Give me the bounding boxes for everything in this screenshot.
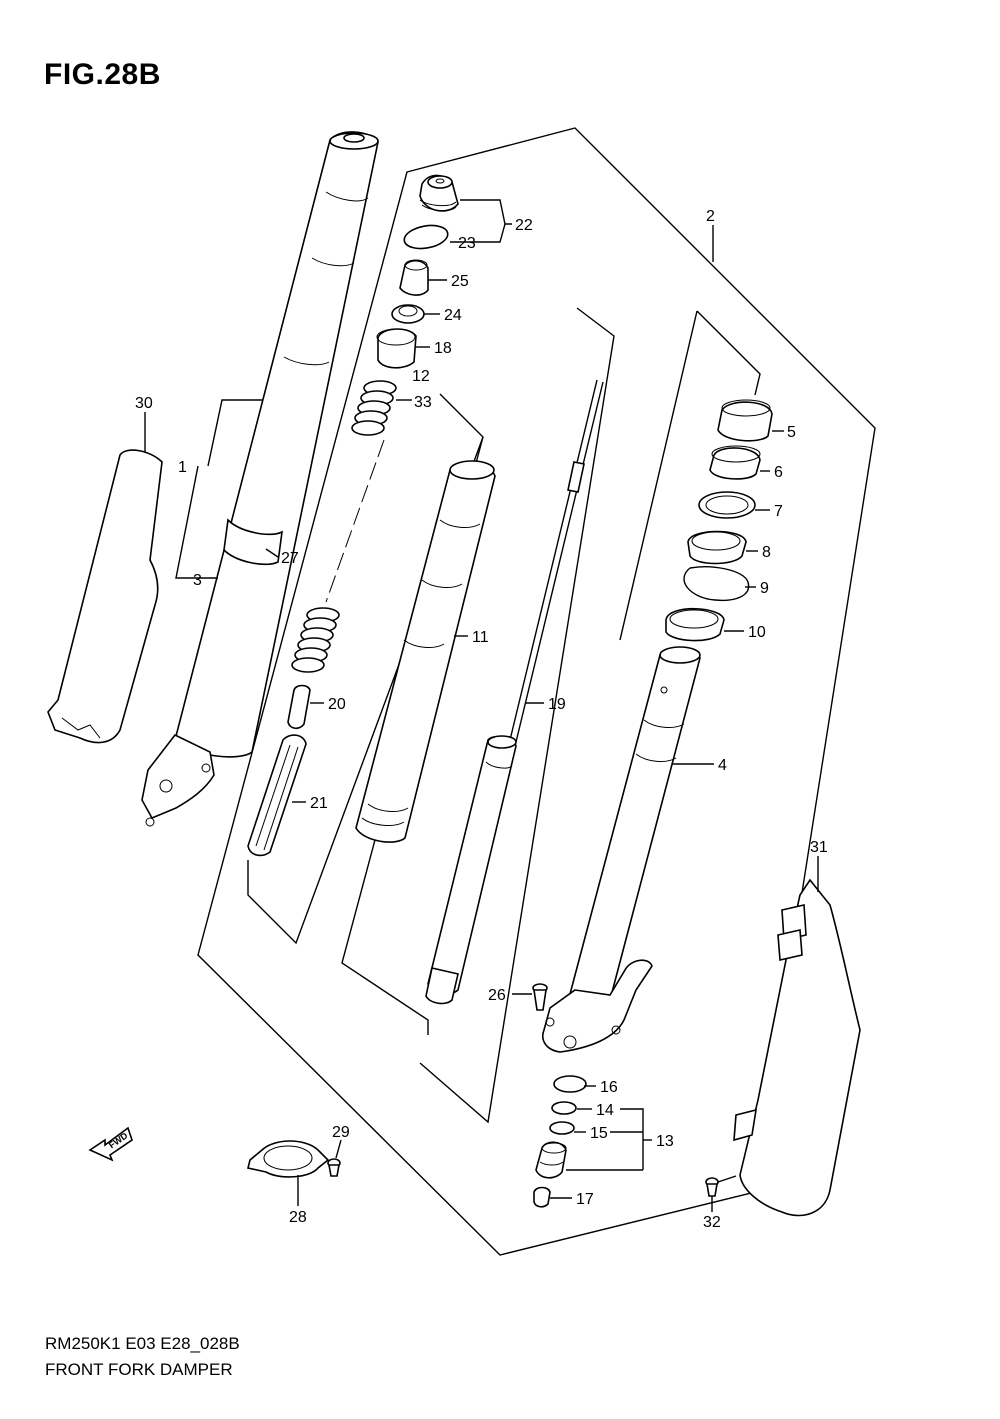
callout-14: 14 xyxy=(596,1102,614,1119)
cap-bolt-part-22 xyxy=(419,174,459,212)
o-ring-part-16 xyxy=(553,1075,587,1093)
cartridge-part-11 xyxy=(355,460,496,843)
spring-lower-coils xyxy=(291,607,340,673)
callout-22: 22 xyxy=(515,217,533,234)
washer-part-24 xyxy=(391,304,425,324)
callout-27: 27 xyxy=(281,550,299,567)
callout-7: 7 xyxy=(774,503,783,520)
damper-rod-part-19 xyxy=(425,379,604,1005)
base-valve-part-13 xyxy=(535,1141,567,1179)
lower-tube-group-outline xyxy=(619,310,761,641)
stopper-part-25 xyxy=(399,259,429,296)
callout-28: 28 xyxy=(289,1209,307,1226)
callout-21: 21 xyxy=(310,795,328,812)
callout-16: 16 xyxy=(600,1079,618,1096)
clamp-part-28 xyxy=(247,1140,330,1178)
callout-1: 1 xyxy=(178,459,187,476)
callout-23: 23 xyxy=(458,235,476,252)
washer-part-7 xyxy=(698,491,756,519)
callout-30: 30 xyxy=(135,395,153,412)
callout-12: 12 xyxy=(412,368,430,385)
callout-8: 8 xyxy=(762,544,771,561)
callout-2: 2 xyxy=(706,208,715,225)
callout-25: 25 xyxy=(451,273,469,290)
callout-24: 24 xyxy=(444,307,462,324)
fork-guard-part-31 xyxy=(733,878,861,1217)
callout-17: 17 xyxy=(576,1191,594,1208)
outer-tube-part-1 xyxy=(141,131,379,827)
callout-18: 18 xyxy=(434,340,452,357)
callout-20: 20 xyxy=(328,696,346,713)
callout-11: 11 xyxy=(472,629,489,646)
bolt-part-26 xyxy=(532,983,548,1011)
bushing-part-5 xyxy=(717,399,773,442)
callout-19: 19 xyxy=(548,696,566,713)
inner-tube-part-4 xyxy=(542,646,701,1053)
callout-15: 15 xyxy=(590,1125,608,1142)
callout-5: 5 xyxy=(787,424,796,441)
callout-32: 32 xyxy=(703,1214,721,1231)
fork-guard-part-30 xyxy=(47,449,163,744)
callout-4: 4 xyxy=(718,757,727,774)
o-ring-part-23 xyxy=(403,224,449,250)
callout-9: 9 xyxy=(760,580,769,597)
model-code-label: RM250K1 E03 E28_028B xyxy=(45,1334,240,1353)
oil-seal-part-8 xyxy=(687,530,747,565)
spring-group-outline xyxy=(247,393,484,945)
dust-seal-part-10 xyxy=(665,607,725,642)
leader-lines xyxy=(144,199,819,1212)
spring-part-12 xyxy=(351,380,397,436)
o-ring-part-14 xyxy=(551,1101,577,1115)
spacer-part-20 xyxy=(287,684,311,730)
figure-title: FIG.28B xyxy=(44,58,161,91)
callout-13: 13 xyxy=(656,1133,674,1150)
slider-part-21 xyxy=(247,734,307,857)
o-ring-part-15 xyxy=(549,1121,575,1135)
callout-26: 26 xyxy=(488,987,506,1004)
bolt-part-29 xyxy=(327,1158,341,1177)
callout-31: 31 xyxy=(810,839,828,856)
damper-rod-group-outline xyxy=(419,307,615,1124)
bushing-part-6 xyxy=(709,445,761,480)
callout-6: 6 xyxy=(774,464,783,481)
callout-10: 10 xyxy=(748,624,766,641)
spring-axis-dashed xyxy=(325,439,385,603)
figure-name-label: FRONT FORK DAMPER xyxy=(45,1360,233,1379)
bolt-part-32 xyxy=(705,1177,719,1197)
circlip-part-9 xyxy=(683,566,750,602)
callout-29: 29 xyxy=(332,1124,350,1141)
fwd-direction-arrow-icon: FWD xyxy=(88,1126,133,1162)
callout-3: 3 xyxy=(193,572,202,589)
nut-part-17 xyxy=(533,1186,551,1208)
callout-33: 33 xyxy=(414,394,432,411)
guide-part-18 xyxy=(376,328,417,369)
